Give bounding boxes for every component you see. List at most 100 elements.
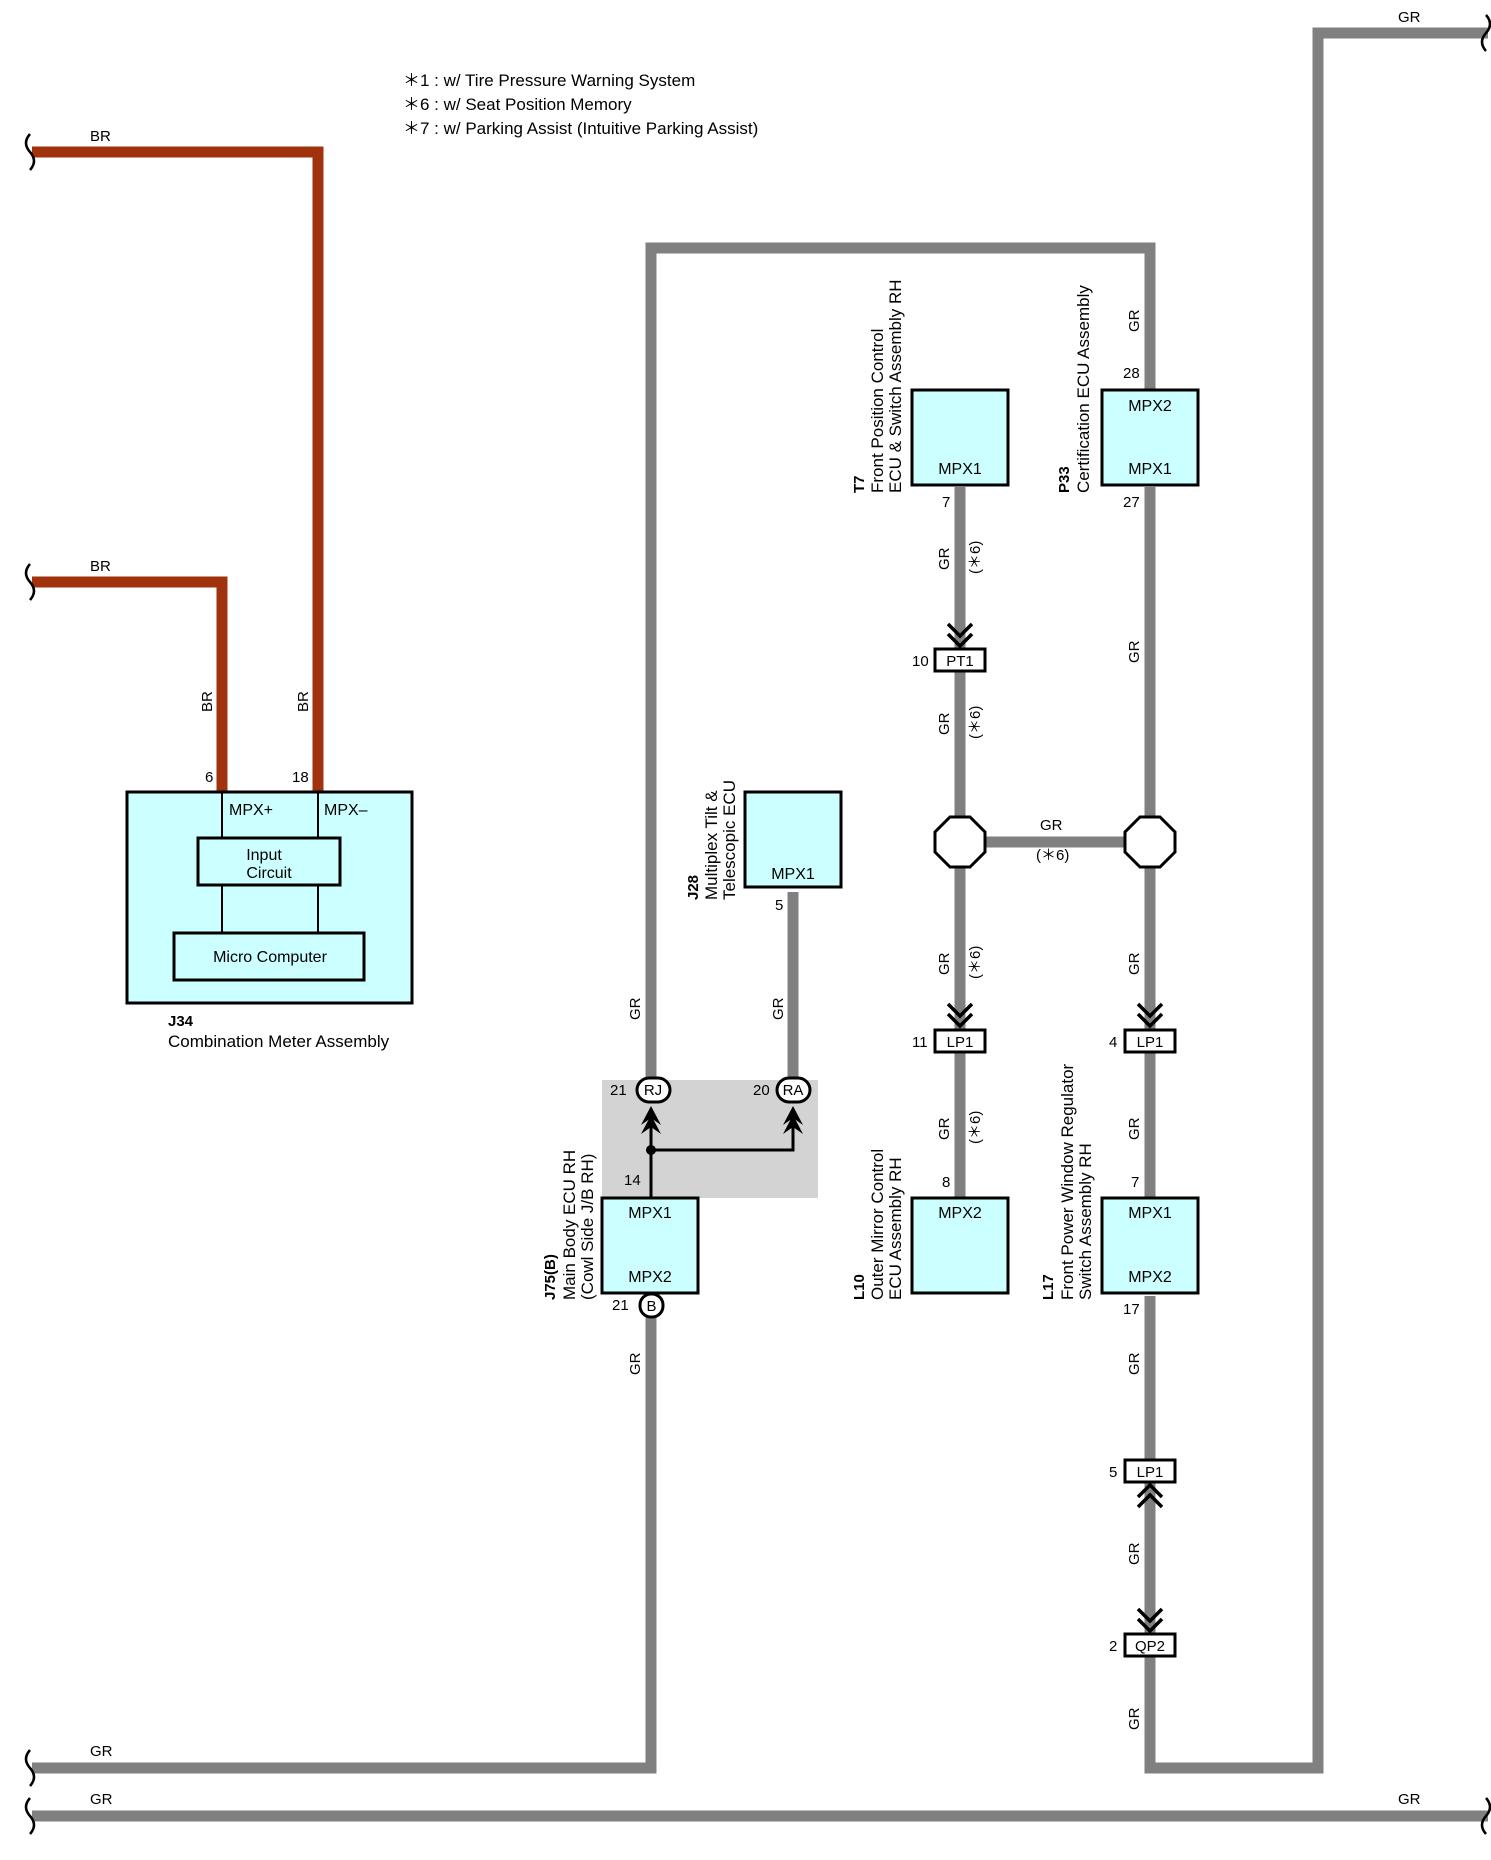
connector-lp1-label: LP1	[947, 1034, 974, 1051]
j34-mpx-minus: MPX–	[324, 802, 368, 819]
jb-arrowheads	[641, 1106, 803, 1134]
connector-lp1-label: LP1	[1137, 1034, 1164, 1051]
p33-certification-ecu: MPX2 MPX1 28 27 P33 Certification ECU As…	[1056, 285, 1200, 511]
wire-label-gr: GR	[1126, 1542, 1143, 1565]
connector-qp2-pin: 2	[1109, 1638, 1117, 1655]
connector-lp1-label: LP1	[1137, 1464, 1164, 1481]
jb-pin-20: 20	[753, 1082, 770, 1099]
j75-code: J75(B)	[542, 1254, 559, 1300]
l17-front-power-window-switch: MPX1 MPX2 7 17 L17 Front Power Window Re…	[1040, 1063, 1200, 1318]
j28-name-1: Multiplex Tilt &	[702, 790, 721, 900]
note-6: ＊6 : w/ Seat Position Memory	[403, 95, 632, 114]
l10-code: L10	[851, 1274, 868, 1300]
p33-pin-27: 27	[1123, 494, 1140, 511]
j34-pin-6: 6	[205, 769, 213, 786]
connector-lp1-pin: 5	[1109, 1464, 1117, 1481]
l17-name-1: Front Power Window Regulator	[1058, 1063, 1077, 1300]
input-circuit-box	[196, 836, 342, 887]
connector-pt1-pin: 10	[912, 653, 929, 670]
l17-name-2: Switch Assembly RH	[1076, 1143, 1095, 1300]
input-circuit-label-2: Circuit	[246, 865, 292, 882]
wire-label-gr: GR	[936, 1117, 953, 1140]
j28-name-2: Telescopic ECU	[720, 780, 739, 900]
connector-lp1-box	[1123, 1028, 1177, 1054]
micro-computer-label: Micro Computer	[213, 949, 327, 966]
br-wire-top	[32, 146, 324, 792]
l17-code: L17	[1040, 1274, 1057, 1300]
j28-mpx1: MPX1	[771, 866, 815, 883]
wire-label-gr: GR	[936, 712, 953, 735]
t7-front-position-control: MPX1 7 T7 Front Position Control ECU & S…	[851, 280, 1010, 511]
connector-lp1-l17: LP1 4	[1109, 1002, 1177, 1054]
splice-junction-right	[1123, 815, 1177, 869]
l17-pin-17: 17	[1123, 1301, 1140, 1318]
rotated-wire-labels: BR BR GR GR GR GR (＊6) GR (＊6) GR (＊6) G…	[199, 309, 1143, 1730]
break-mark-gr-bottom-r	[1480, 1797, 1491, 1835]
j75-main-body-ecu: MPX1 MPX2 14 21 B J75(B) Main Body ECU R…	[542, 1150, 700, 1319]
p33-code: P33	[1056, 466, 1073, 493]
jb-connector-ra-label: RA	[783, 1082, 804, 1099]
l10-body	[910, 1196, 1010, 1295]
gr-wires	[32, 27, 1488, 1822]
j28-multiplex-tilt-ecu: MPX1 5 J28 Multiplex Tilt & Telescopic E…	[685, 780, 843, 914]
j75-pin-14: 14	[624, 1172, 641, 1189]
wire-label-opt6: (＊6)	[967, 946, 984, 979]
jb-connector-ra	[775, 1076, 812, 1104]
gr-wire-bottom-left	[32, 1312, 657, 1774]
l10-mpx2: MPX2	[938, 1205, 982, 1222]
j28-body	[743, 790, 843, 889]
wire-label-br: BR	[295, 691, 312, 712]
t7-code: T7	[851, 475, 868, 493]
wire-break-marks	[24, 14, 1491, 1835]
break-mark-gr-top-r	[1480, 14, 1491, 52]
j75-connector-b	[638, 1292, 665, 1319]
wire-label-gr: GR	[627, 1352, 644, 1375]
gr-wire-right-loop	[1144, 27, 1488, 1774]
l10-name-2: ECU Assembly RH	[886, 1157, 905, 1300]
j75-mpx1: MPX1	[628, 1205, 672, 1222]
micro-computer-box	[172, 931, 366, 982]
j34-code: J34	[168, 1013, 194, 1030]
note-1: ＊1 : w/ Tire Pressure Warning System	[403, 71, 695, 90]
break-mark-br-mid	[24, 563, 36, 601]
wire-label-gr: GR	[1126, 1117, 1143, 1140]
connector-qp2-box	[1123, 1632, 1177, 1658]
l10-pin-8: 8	[942, 1174, 950, 1191]
j75-name-1: Main Body ECU RH	[560, 1150, 579, 1300]
j75-body	[600, 1196, 700, 1295]
j34-name: Combination Meter Assembly	[168, 1032, 390, 1051]
connector-pt1: PT1 10	[912, 622, 987, 673]
connector-lp1-box	[1123, 1458, 1177, 1484]
jb-connector-rj-label: RJ	[644, 1082, 662, 1099]
t7-name-1: Front Position Control	[868, 329, 887, 493]
p33-pin-28: 28	[1123, 365, 1140, 382]
wire-label-gr: GR	[1126, 309, 1143, 332]
wire-label-opt6: (＊6)	[1036, 847, 1069, 864]
connector-lp1-pin: 11	[912, 1034, 928, 1051]
wire-label-gr: GR	[770, 997, 787, 1020]
j34-combination-meter: MPX+ MPX– Input Circuit Micro Computer 6…	[125, 769, 414, 1051]
connector-lp1-lower: LP1 5	[1109, 1458, 1177, 1509]
j34-mpx-plus: MPX+	[229, 802, 273, 819]
jb-pin-21: 21	[610, 1082, 627, 1099]
jb-connector-rj	[635, 1076, 672, 1104]
t7-body	[910, 388, 1010, 487]
break-mark-gr-bl	[24, 1749, 36, 1787]
wire-label-br: BR	[199, 691, 216, 712]
connector-lp1-pin: 4	[1109, 1034, 1117, 1051]
note-7: ＊7 : w/ Parking Assist (Intuitive Parkin…	[403, 119, 758, 138]
gr-wire-loop-top	[645, 242, 1156, 1088]
p33-mpx1: MPX1	[1128, 461, 1172, 478]
wire-label-gr: GR	[1126, 952, 1143, 975]
j34-pin-18: 18	[292, 769, 309, 786]
t7-pin-7: 7	[942, 494, 950, 511]
l17-mpx2: MPX2	[1128, 1269, 1172, 1286]
break-mark-gr-bottom-l	[24, 1797, 36, 1835]
wire-label-br: BR	[90, 128, 111, 145]
splice-junction-left	[933, 815, 987, 869]
connector-pt1-box	[933, 647, 987, 673]
wire-label-gr: GR	[1126, 1707, 1143, 1730]
l17-pin-7: 7	[1131, 1174, 1139, 1191]
l17-mpx1: MPX1	[1128, 1205, 1172, 1222]
